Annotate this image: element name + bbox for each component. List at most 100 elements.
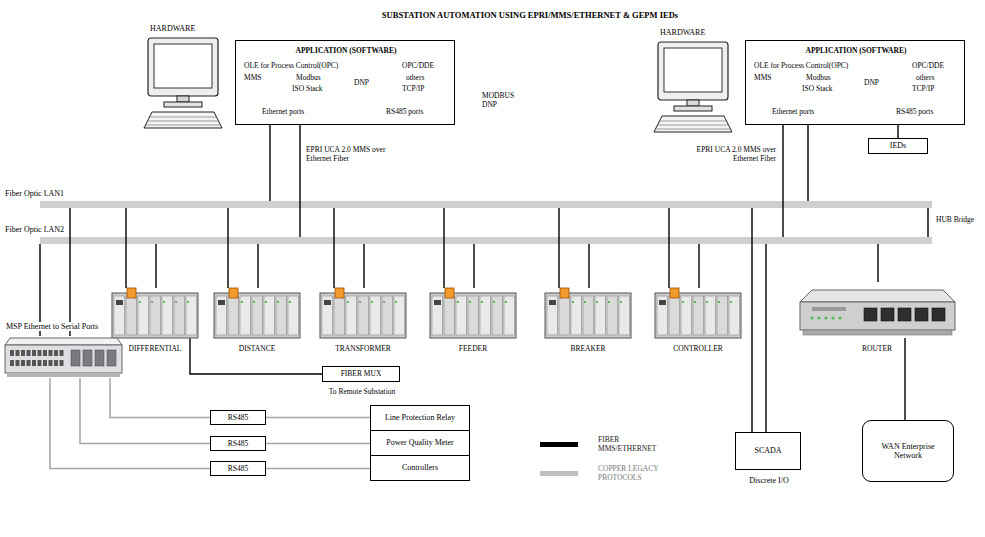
field-device-box: Power Quality Meter [370, 430, 470, 456]
rack-module [693, 296, 704, 335]
note-text: MODBUS DNP [482, 92, 526, 109]
legend-entry: FIBER MMS/ETHERNET [540, 436, 680, 460]
rack-chassis [214, 293, 300, 338]
text-holder: APPLICATION (SOFTWARE) [296, 46, 397, 56]
text-holder: DISTANCE [239, 344, 275, 354]
text-holder: WAN Enterprise Network [878, 442, 938, 460]
rack-module [559, 296, 570, 335]
protocol-note: MODBUS DNP [482, 92, 526, 109]
status-led [151, 301, 153, 303]
node-caption: BREAKER [570, 344, 605, 353]
status-led [505, 301, 507, 303]
text-holder: others [916, 73, 934, 83]
rack-cpu-tab [335, 288, 344, 298]
status-led [481, 301, 483, 303]
copper-link [266, 468, 370, 470]
text-holder: Modbus [806, 73, 831, 83]
rack-chassis [112, 293, 198, 338]
text-holder: OPC/DDE [402, 61, 434, 71]
keyboard [144, 112, 222, 128]
rack-module [264, 296, 275, 335]
rack-chassis [545, 293, 631, 338]
rack-module [174, 296, 185, 335]
text-holder: TRANSFORMER [335, 344, 390, 354]
status-led [395, 301, 397, 303]
ethernet-port [864, 308, 877, 321]
rack-module [334, 296, 345, 335]
node-caption: TRANSFORMER [335, 344, 390, 353]
fiber-link [877, 244, 878, 282]
node-caption: others [406, 73, 424, 82]
device-picture [112, 288, 198, 338]
serial-port [54, 360, 58, 366]
serial-port [32, 350, 36, 356]
status-led [371, 301, 373, 303]
rack-cpu-tab [445, 288, 454, 298]
scada-box: SCADADiscrete I/O [735, 432, 801, 470]
keyboard-keys [150, 117, 216, 118]
wan-box: WAN Enterprise Network [862, 420, 954, 482]
fiber-link [897, 125, 898, 138]
fiber-link [558, 208, 559, 288]
rack-module [162, 296, 173, 335]
rack-module [669, 296, 680, 335]
node-caption: APPLICATION (SOFTWARE) [806, 46, 907, 55]
note-text: HUB Bridge [936, 216, 974, 225]
copper-link [80, 378, 210, 444]
serial-port [43, 360, 47, 366]
rack-chassis [430, 293, 516, 338]
monitor-screen [154, 44, 212, 88]
status-led [253, 301, 255, 303]
device-picture [320, 288, 406, 338]
fiber-link [227, 208, 228, 288]
serial-port [43, 350, 47, 356]
copper-link [266, 443, 370, 445]
status-led [694, 301, 696, 303]
rack-module [370, 296, 381, 335]
text-holder: Ethernet ports [262, 107, 304, 117]
status-led [718, 301, 720, 303]
status-led [817, 316, 820, 319]
rack-cpu-tab [229, 288, 238, 298]
status-led [706, 301, 708, 303]
text-holder: DIFFERENTIAL [129, 344, 182, 354]
legend-text: COPPER LEGACY PROTOCOLS [598, 465, 676, 482]
legend-entry: COPPER LEGACY PROTOCOLS [540, 465, 680, 489]
text-holder: FEEDER [459, 344, 487, 354]
copper-link [266, 417, 370, 419]
node-caption: MSP Ethernet to Serial Ports [5, 322, 99, 331]
status-led [824, 316, 827, 319]
rack-cpu-tab [560, 288, 569, 298]
node-label: WAN Enterprise Network [878, 442, 938, 460]
node-caption: DNP [864, 78, 879, 87]
keyboard-keys [148, 121, 218, 122]
text-holder: DNP [864, 78, 879, 88]
node-caption: OPC/DDE [402, 61, 434, 70]
rack-module [444, 296, 455, 335]
rack-display [434, 300, 441, 305]
serial-port [60, 350, 64, 356]
router-top [800, 290, 955, 302]
status-led [163, 301, 165, 303]
fiber-link [588, 244, 589, 288]
text-holder: OLE for Process Control(OPC) [754, 61, 848, 71]
protocol-note: EPRI UCA 2.0 MMS over Ethernet Fiber [681, 146, 776, 163]
rack-module [186, 296, 197, 335]
node-label: Line Protection Relay [385, 413, 455, 422]
ethernet-port [915, 308, 928, 321]
keyboard-keys [658, 125, 728, 126]
node-caption: TCP/IP [912, 84, 935, 93]
router-icon: ROUTER [800, 282, 955, 338]
field-device-box: Controllers [370, 455, 470, 481]
text-holder: BREAKER [570, 344, 605, 354]
monitor-screen [664, 48, 722, 92]
serial-port [21, 350, 25, 356]
router-badge [812, 307, 846, 311]
ied-relay-rack: CONTROLLER [655, 288, 741, 338]
fiber-link [333, 208, 334, 288]
device-picture [430, 288, 516, 338]
uplink-module [95, 350, 104, 366]
fiber-link [782, 125, 783, 237]
rack-module [583, 296, 594, 335]
